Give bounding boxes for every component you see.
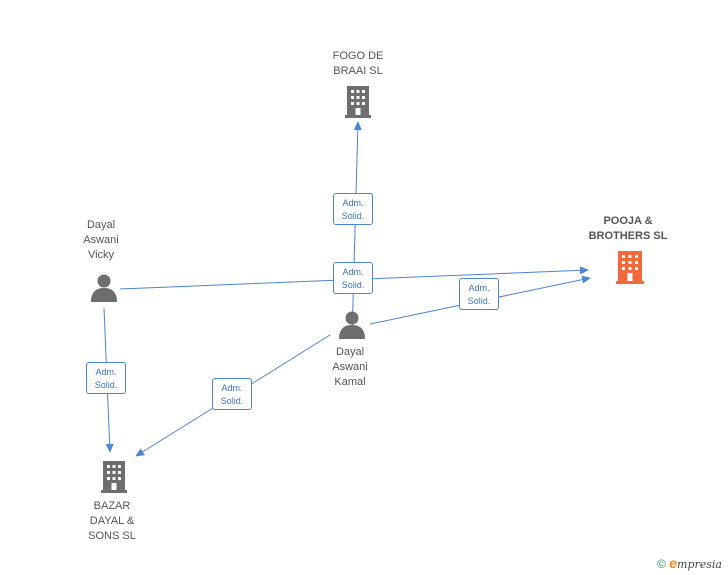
- copyright-icon: ©: [657, 557, 666, 571]
- edge-label-line: Solid.: [341, 211, 365, 221]
- label-line: BAZAR: [93, 500, 131, 512]
- label-line: Kamal: [334, 376, 366, 388]
- label-line: POOJA &: [603, 215, 653, 227]
- node-label-kamal[interactable]: Dayal Aswani Kamal: [315, 345, 385, 390]
- label-line: BRAAI SL: [333, 65, 383, 77]
- label-line: Aswani: [83, 234, 119, 246]
- edge-label-kamal-fogo[interactable]: Adm. Solid.: [333, 193, 373, 225]
- label-line: DAYAL &: [89, 515, 135, 527]
- edge-label-line: Adm.: [342, 198, 364, 208]
- edge-label-line: Adm.: [468, 283, 490, 293]
- node-label-pooja[interactable]: POOJA & BROTHERS SL: [578, 214, 678, 244]
- node-label-bazar[interactable]: BAZAR DAYAL & SONS SL: [72, 499, 152, 544]
- person-icon: [339, 311, 365, 339]
- building-icon: [345, 86, 371, 118]
- label-line: Dayal: [86, 219, 116, 231]
- footer-brand: © empresia: [657, 555, 722, 571]
- label-line: Dayal: [335, 346, 365, 358]
- edge-label-vicky-pooja[interactable]: Adm. Solid.: [333, 262, 373, 294]
- edge-label-kamal-bazar[interactable]: Adm. Solid.: [212, 378, 252, 410]
- edge-label-line: Solid.: [341, 280, 365, 290]
- label-line: SONS SL: [88, 530, 136, 542]
- brand-logo-initial: e: [669, 555, 678, 571]
- node-label-fogo[interactable]: FOGO DE BRAAI SL: [318, 49, 398, 79]
- label-line: BROTHERS SL: [588, 230, 668, 242]
- edge-label-line: Adm.: [95, 367, 117, 377]
- building-icon: [616, 251, 644, 284]
- edge-label-line: Adm.: [342, 267, 364, 277]
- label-line: Aswani: [332, 361, 368, 373]
- edge-label-line: Solid.: [467, 296, 491, 306]
- edge-label-line: Solid.: [220, 396, 244, 406]
- node-label-vicky[interactable]: Dayal Aswani Vicky: [66, 218, 136, 263]
- edge-label-kamal-pooja[interactable]: Adm. Solid.: [459, 278, 499, 310]
- building-icon: [101, 461, 127, 493]
- label-line: FOGO DE: [332, 50, 384, 62]
- edge-label-line: Solid.: [94, 380, 118, 390]
- edge-label-line: Adm.: [221, 383, 243, 393]
- edge-kamal-fogo: [351, 121, 362, 339]
- label-line: Vicky: [87, 249, 115, 261]
- edge-label-vicky-bazar[interactable]: Adm. Solid.: [86, 362, 126, 394]
- brand-logo-text: mpresia: [677, 558, 722, 571]
- person-icon: [91, 274, 117, 302]
